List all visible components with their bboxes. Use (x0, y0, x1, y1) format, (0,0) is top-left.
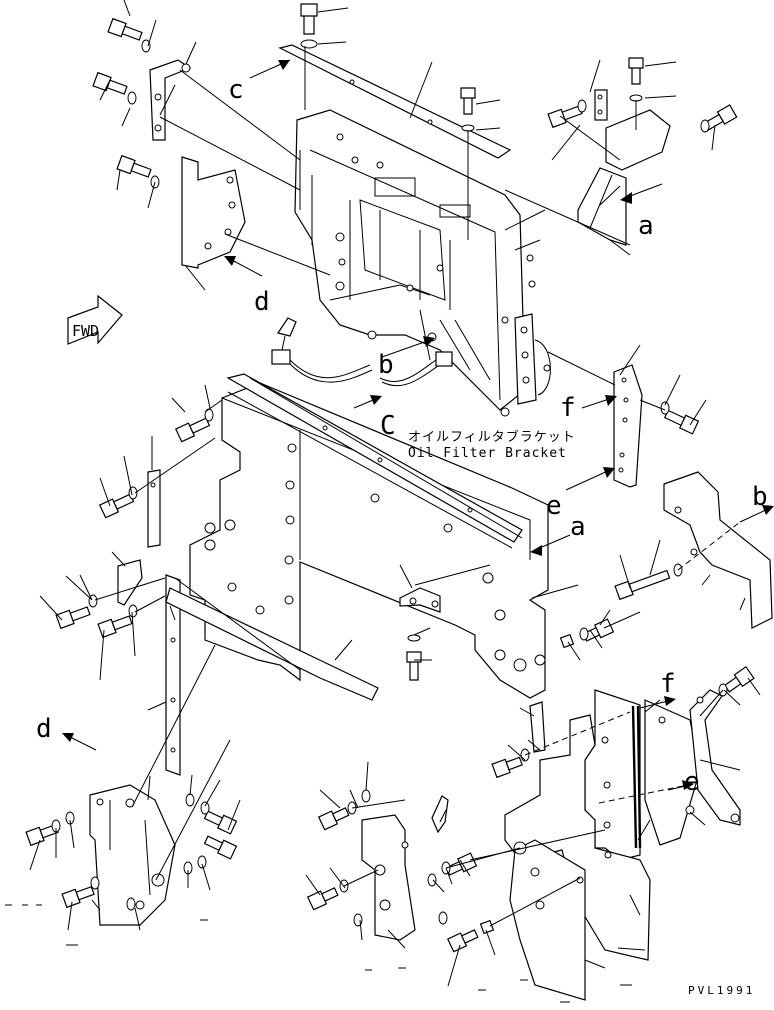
lower-center-bracket (361, 795, 449, 941)
callout-c-mid: C (380, 411, 396, 441)
leader-lines (29, 0, 761, 987)
diagonal-stay (165, 587, 379, 701)
bolts (25, 3, 755, 953)
callout-f-mid: f (560, 393, 576, 423)
bolt (547, 105, 583, 129)
callout-b-top: b (378, 350, 394, 380)
bolt (107, 17, 143, 41)
center-small-bracket (399, 587, 441, 613)
bolt (61, 885, 95, 909)
bolt (97, 615, 133, 639)
callout-d-top: d (254, 287, 270, 317)
fwd-label: FWD (72, 322, 99, 340)
bolt (702, 104, 738, 132)
bolt (203, 835, 238, 860)
bolt (317, 807, 350, 831)
right-lower-plate (663, 471, 773, 629)
callout-e-bottom: e (684, 767, 700, 797)
lower-left-plate (89, 784, 176, 926)
upper-left-bracket (149, 59, 192, 141)
lower-right-panels (504, 689, 741, 1001)
bolt (628, 57, 644, 102)
oil-filter-bracket-label: オイルフィルタブラケット Oil Filter Bracket (408, 429, 576, 461)
upper-right-bracket (577, 89, 671, 246)
right-side-bracket (613, 364, 643, 488)
small-left-brackets (117, 469, 161, 606)
bolt (98, 493, 135, 519)
top-angle-rail (226, 373, 523, 549)
part-label-english: Oil Filter Bracket (408, 446, 567, 461)
top-rail-strip (278, 44, 512, 159)
bolt (460, 87, 476, 132)
callout-e-mid: e (546, 491, 562, 521)
bolt (306, 887, 339, 911)
oil-filter-bracket (514, 313, 551, 405)
callout-d-bottom: d (36, 714, 52, 744)
bolt (55, 606, 91, 630)
part-label-japanese: オイルフィルタブラケット (408, 429, 576, 445)
callout-a-mid: a (570, 512, 586, 542)
fwd-direction-badge: FWD (67, 294, 123, 345)
bolt (174, 417, 211, 443)
callout-labels: c a d b C f e a b d f e (36, 75, 768, 797)
bolt (406, 634, 422, 681)
callout-arrows (62, 59, 774, 791)
bolt (116, 154, 152, 178)
scan-marks (5, 904, 632, 1003)
bolt (491, 756, 523, 779)
long-bolt (614, 569, 671, 601)
reference-lines (94, 46, 741, 927)
callout-c-top: c (228, 75, 244, 105)
callout-b-right: b (752, 482, 768, 512)
callout-f-bottom: f (660, 669, 676, 699)
front-panel (189, 382, 549, 699)
left-side-plate (181, 156, 246, 269)
bolt (446, 929, 479, 953)
bolt (723, 665, 755, 693)
main-frame (294, 109, 546, 417)
bolt (300, 3, 318, 49)
bolt (92, 71, 128, 95)
drawing-code: PVL1991 (688, 984, 755, 997)
callout-a-top: a (638, 211, 654, 241)
wire-harness (271, 317, 453, 387)
